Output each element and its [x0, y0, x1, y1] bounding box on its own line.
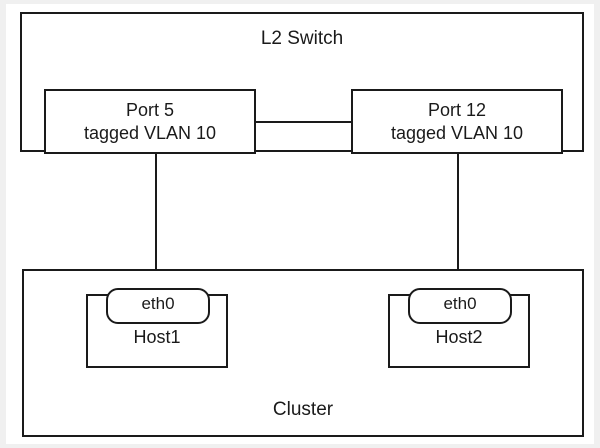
- trunk-link-line: [254, 121, 353, 123]
- host2-label: Host2: [435, 327, 483, 348]
- diagram-page: L2 Switch Port 5 tagged VLAN 10 Port 12 …: [6, 4, 594, 444]
- port-5-vlan: tagged VLAN 10: [83, 122, 217, 143]
- cluster-label: Cluster: [272, 399, 334, 421]
- l2-switch-label: L2 Switch: [260, 28, 344, 49]
- port-5-label: Port 5 tagged VLAN 10: [46, 100, 254, 143]
- port-12-vlan: tagged VLAN 10: [390, 122, 524, 143]
- host1-eth0-label: eth0: [141, 294, 175, 313]
- host1-label: Host1: [133, 327, 181, 348]
- cable-port5-to-host1: [155, 154, 157, 294]
- port-12-name: Port 12: [427, 100, 487, 120]
- host2-eth0-label: eth0: [443, 294, 477, 313]
- host2-eth0-nic[interactable]: eth0: [408, 288, 512, 324]
- port-12-box[interactable]: Port 12 tagged VLAN 10: [351, 89, 563, 154]
- cable-port12-to-host2: [457, 154, 459, 294]
- port-12-label: Port 12 tagged VLAN 10: [353, 100, 561, 143]
- port-5-name: Port 5: [125, 100, 175, 120]
- host1-eth0-nic[interactable]: eth0: [106, 288, 210, 324]
- port-5-box[interactable]: Port 5 tagged VLAN 10: [44, 89, 256, 154]
